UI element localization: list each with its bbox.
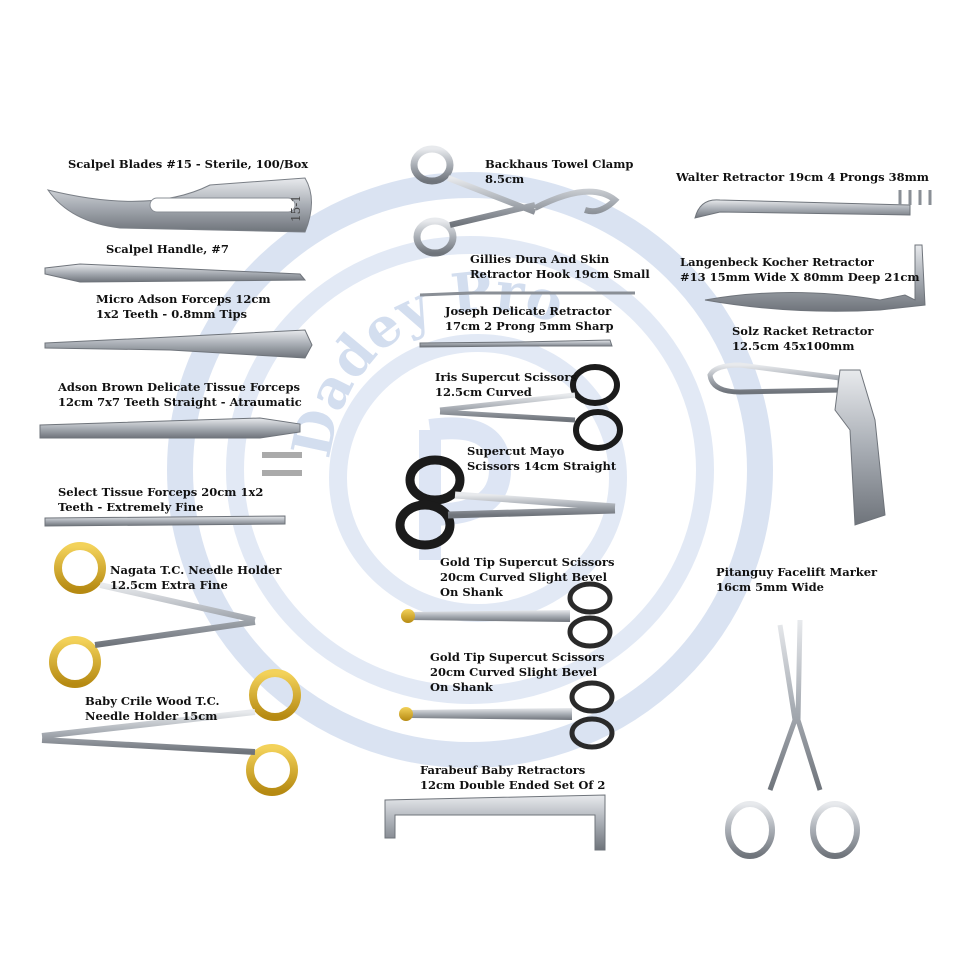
- label-joseph: Joseph Delicate Retractor 17cm 2 Prong 5…: [445, 304, 614, 333]
- label-walter: Walter Retractor 19cm 4 Prongs 38mm: [676, 170, 929, 184]
- label-gillies: Gillies Dura And Skin Retractor Hook 19c…: [470, 252, 650, 281]
- langenbeck-image: [704, 244, 926, 312]
- nagata-image: [49, 542, 256, 688]
- label-pitanguy: Pitanguy Facelift Marker 16cm 5mm Wide: [716, 565, 878, 594]
- iris-image: [439, 364, 623, 451]
- label-iris: Iris Supercut Scissors 12.5cm Curved: [435, 370, 577, 399]
- baby-crile-image: [41, 669, 301, 796]
- solz-image: [707, 362, 886, 526]
- label-adson-brown: Adson Brown Delicate Tissue Forceps 12cm…: [58, 380, 302, 409]
- label-solz: Solz Racket Retractor 12.5cm 45x100mm: [732, 324, 874, 353]
- mayo-image: [395, 455, 616, 550]
- label-baby-crile: Baby Crile Wood T.C. Needle Holder 15cm: [85, 694, 220, 723]
- gold-tip-1-image: [401, 581, 613, 649]
- label-mayo: Supercut Mayo Scissors 14cm Straight: [467, 444, 617, 473]
- scalpel-blade-image: 15-1: [46, 177, 312, 233]
- label-select-tissue: Select Tissue Forceps 20cm 1x2 Teeth - E…: [58, 485, 264, 514]
- adson-brown-image: [39, 417, 302, 476]
- label-gold-tip-1: Gold Tip Supercut Scissors 20cm Curved S…: [440, 555, 615, 599]
- label-nagata: Nagata T.C. Needle Holder 12.5cm Extra F…: [110, 563, 282, 592]
- farabeuf-image: [384, 794, 606, 851]
- label-backhaus: Backhaus Towel Clamp 8.5cm: [485, 157, 634, 186]
- label-farabeuf: Farabeuf Baby Retractors 12cm Double End…: [420, 763, 606, 792]
- label-scalpel-blades: Scalpel Blades #15 - Sterile, 100/Box: [68, 157, 309, 171]
- gillies-image: [419, 291, 635, 297]
- micro-adson-image: [44, 329, 313, 359]
- scalpel-handle-image: [44, 263, 307, 283]
- label-scalpel-handle: Scalpel Handle, #7: [106, 242, 229, 256]
- walter-image: [694, 190, 932, 219]
- blade-mark: 15-1: [289, 195, 303, 222]
- select-tissue-image: [44, 515, 286, 527]
- label-gold-tip-2: Gold Tip Supercut Scissors 20cm Curved S…: [430, 650, 605, 694]
- joseph-image: [419, 339, 613, 348]
- gold-tip-2-image: [399, 680, 615, 750]
- label-micro-adson: Micro Adson Forceps 12cm 1x2 Teeth - 0.8…: [96, 292, 271, 321]
- backhaus-image: [410, 145, 620, 257]
- label-langenbeck: Langenbeck Kocher Retractor #13 15mm Wid…: [680, 255, 920, 284]
- pitanguy-image: [725, 619, 860, 859]
